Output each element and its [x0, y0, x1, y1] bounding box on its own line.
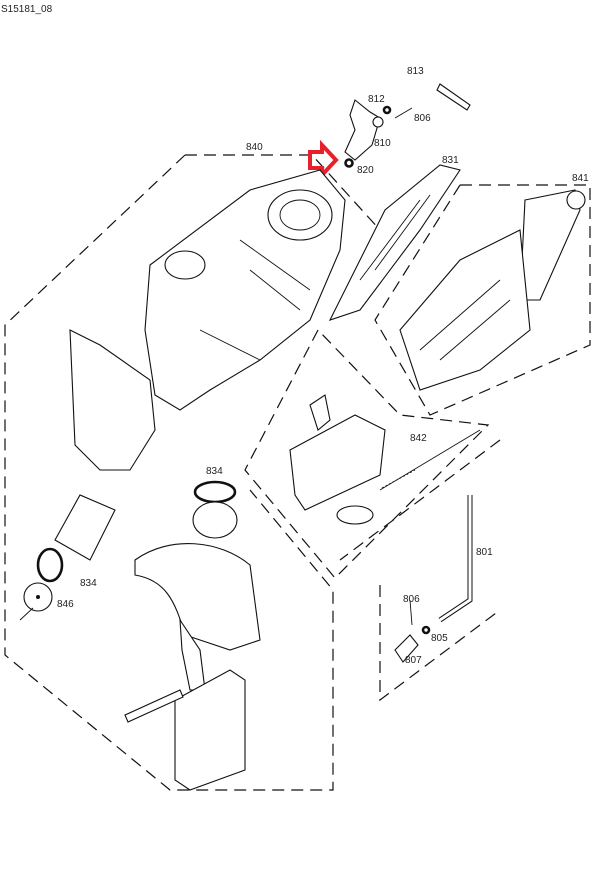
label-820: 820: [357, 165, 374, 176]
diagram-id: S15181_08: [1, 4, 53, 15]
label-807: 807: [405, 655, 422, 666]
label-806: 806: [403, 594, 420, 605]
highlight-arrow-icon: [308, 139, 339, 181]
label-831: 831: [442, 155, 459, 166]
label-813: 813: [407, 66, 424, 77]
label-812: 812: [368, 94, 385, 105]
o-ring-805: [421, 625, 431, 635]
pipe-801: [394, 495, 473, 663]
label-842: 842: [410, 433, 427, 444]
cover-panel: [69, 329, 156, 471]
housing-840: [144, 169, 346, 411]
label-801: 801: [476, 547, 493, 558]
tank-assembly: [124, 480, 261, 791]
fitting-807: [394, 634, 419, 663]
label-805: 805: [431, 633, 448, 644]
heater-assembly-841: [399, 189, 586, 391]
plate-831: [328, 164, 461, 321]
label-834: 834: [80, 578, 97, 589]
filter-cartridge: [19, 494, 116, 621]
label-810: 810: [374, 138, 391, 149]
label-846: 846: [57, 599, 74, 610]
group-outline-842: [244, 329, 490, 579]
hose-813: [390, 70, 471, 111]
o-ring-820: [344, 158, 354, 168]
label-834: 834: [206, 466, 223, 477]
label-806: 806: [414, 113, 431, 124]
label-840: 840: [246, 142, 263, 153]
label-841: 841: [572, 173, 589, 184]
piston-assembly-842: [289, 394, 481, 525]
group-outline-801: [339, 439, 501, 702]
group-outline-840: [4, 154, 381, 791]
valve-810: [344, 99, 413, 161]
